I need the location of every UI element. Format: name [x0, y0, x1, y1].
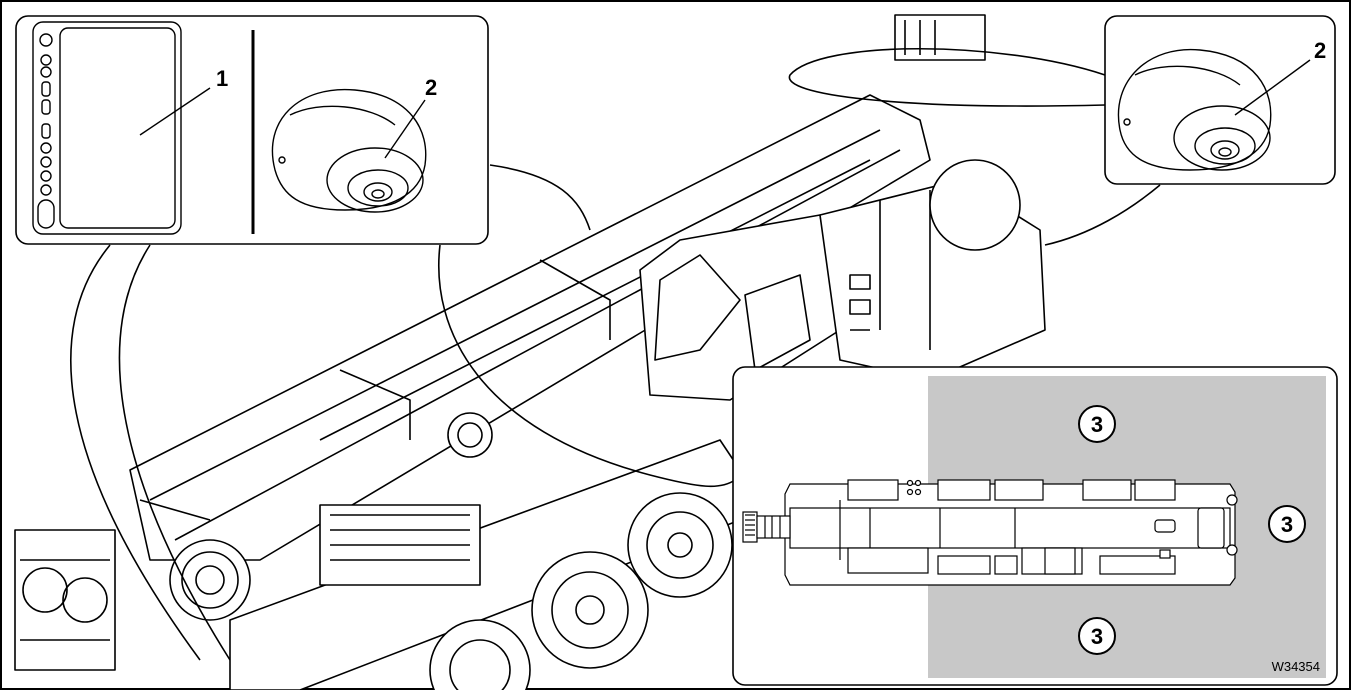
svg-text:3: 3	[1091, 624, 1103, 649]
sensor-detail-right	[1117, 48, 1272, 171]
carrier-wheels	[429, 492, 733, 690]
boom-head-top-view	[742, 511, 791, 543]
detail-box-zones: 3 3 3 W34354	[732, 366, 1338, 686]
callout-2-left: 2	[425, 75, 437, 100]
zone-marker-right: 3	[1268, 505, 1306, 543]
svg-text:3: 3	[1091, 412, 1103, 437]
figure-id: W34354	[1272, 659, 1320, 674]
callout-1: 1	[216, 66, 228, 91]
zone-marker-bottom: 3	[1078, 617, 1116, 655]
remote-control	[32, 21, 182, 235]
svg-text:3: 3	[1281, 512, 1293, 537]
sensor-detail-left	[271, 88, 427, 213]
magnifier-ellipse-center	[438, 244, 736, 488]
zone-marker-top: 3	[1078, 405, 1116, 443]
hook-block	[14, 529, 116, 671]
crane-illustration	[14, 14, 1046, 690]
magnifier-ellipse-right	[788, 48, 1106, 107]
detail-box-left: 1 2	[15, 15, 489, 245]
vehicle-top-view	[784, 479, 1238, 586]
magnifier-ellipse-left	[70, 244, 201, 661]
boom	[129, 94, 931, 561]
detail-box-right: 2	[1104, 15, 1336, 185]
winch	[894, 14, 986, 61]
callout-2-right: 2	[1314, 38, 1326, 63]
